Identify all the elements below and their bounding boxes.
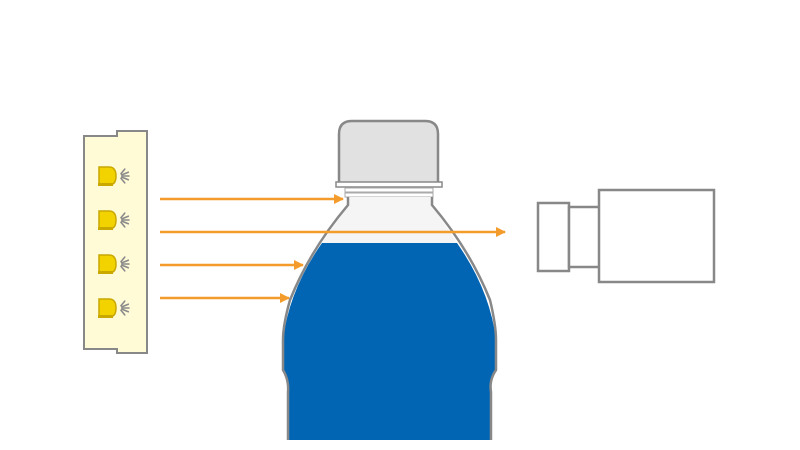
bottle-headspace xyxy=(322,197,457,243)
led-base xyxy=(98,315,113,318)
bottle-icon xyxy=(281,119,498,440)
led-glow-ray xyxy=(120,212,126,219)
led-bulb xyxy=(98,166,117,186)
bottle-cap xyxy=(337,119,440,185)
led-bulb xyxy=(98,254,117,274)
led-bulb xyxy=(98,298,117,318)
led-glow-ray xyxy=(120,177,126,184)
led-glow-ray xyxy=(120,221,126,228)
light-source-panel xyxy=(83,130,148,354)
led-glow-ray xyxy=(120,265,126,272)
led-glow-ray xyxy=(120,176,130,181)
bottle-thread-1 xyxy=(344,187,434,193)
led-glow-ray xyxy=(120,168,126,175)
led-glow-ray xyxy=(120,215,130,220)
beam-group xyxy=(160,194,344,303)
camera-lens-front xyxy=(536,201,571,273)
led-glow-ray xyxy=(120,264,130,269)
bottle-neck-ring xyxy=(335,181,443,188)
led-glow-ray xyxy=(120,171,130,176)
light-panel-body xyxy=(83,130,148,354)
camera-lens-barrel xyxy=(567,205,602,269)
camera-body xyxy=(597,188,716,284)
led-bulb xyxy=(98,210,117,230)
led-base xyxy=(98,227,113,230)
led-glow-ray xyxy=(120,300,126,307)
led-light-icon xyxy=(98,166,130,186)
led-glow-ray xyxy=(120,303,130,308)
led-group xyxy=(98,166,130,318)
led-base xyxy=(98,271,113,274)
led-light-icon xyxy=(98,298,130,318)
bottle-liquid xyxy=(283,243,496,440)
led-glow-ray xyxy=(120,256,126,263)
led-glow-ray xyxy=(120,308,130,313)
led-glow-ray xyxy=(120,220,130,225)
bottle-outline xyxy=(281,197,498,440)
led-light-icon xyxy=(98,254,130,274)
led-light-icon xyxy=(98,210,130,230)
bottle-thread-2 xyxy=(344,192,434,198)
led-glow-ray xyxy=(120,259,130,264)
camera-icon xyxy=(536,188,716,284)
led-base xyxy=(98,183,113,186)
led-glow-ray xyxy=(120,309,126,316)
